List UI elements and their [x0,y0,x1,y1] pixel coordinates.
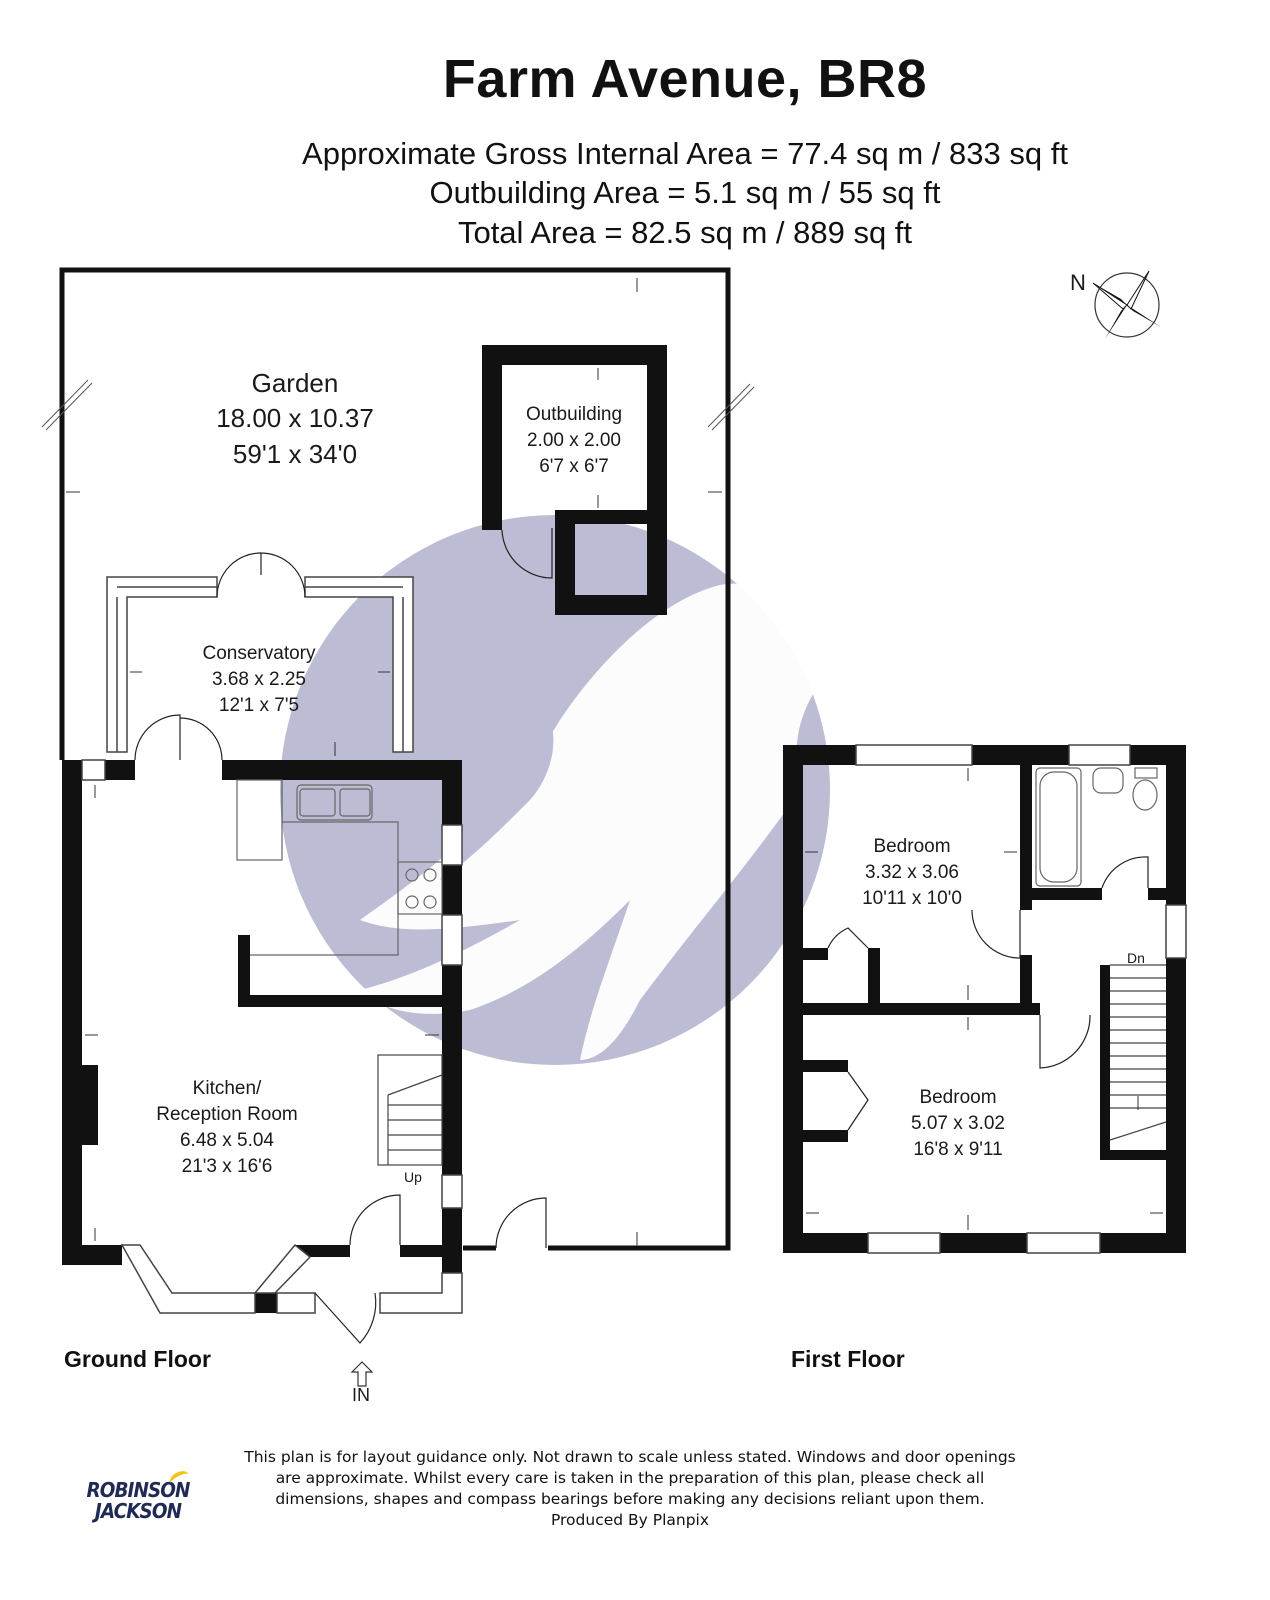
ground-floor-walls [62,760,462,1313]
outbuilding-door [501,528,553,579]
first-floor-doors [827,856,1149,1131]
logo-line2: JACKSON [94,1499,182,1523]
garden-break-marks [41,379,755,431]
entrance-label: IN [352,1385,370,1405]
first-floor-walls [783,745,1186,1253]
first-floor-windows [855,744,1187,1254]
compass-north-label: N [1070,270,1086,295]
garden-metric: 18.00 x 10.37 [216,403,374,433]
stairs-up [377,1054,443,1166]
bedroom1-name: Bedroom [873,836,950,857]
gross-internal-area: Approximate Gross Internal Area = 77.4 s… [302,136,1068,171]
entrance-arrow-icon [350,1361,374,1387]
outbuilding-area: Outbuilding Area = 5.1 sq m / 55 sq ft [429,175,941,210]
ground-floor-windows [81,759,463,1314]
conservatory-imperial: 12'1 x 7'5 [219,695,299,716]
bathroom-fittings [1035,767,1158,887]
outbuilding-metric: 2.00 x 2.00 [527,430,621,451]
plan-title: Farm Avenue, BR8 [442,49,928,109]
bedroom2-name: Bedroom [919,1087,996,1108]
disclaimer-line: are approximate. Whilst every care is ta… [275,1469,985,1487]
compass-rose [1092,270,1161,339]
stairs-up-label: Up [404,1169,422,1185]
logo-line1: ROBINSON [86,1478,190,1502]
watermark-bird [360,583,840,1060]
producer-credit: Produced By Planpix [550,1511,710,1529]
garden-boundary [59,267,731,1251]
bedroom2-metric: 5.07 x 3.02 [911,1113,1005,1134]
disclaimer: This plan is for layout guidance only. N… [215,1447,1045,1531]
compass-ring [1094,272,1160,338]
kitchen-patio-doors [134,714,223,761]
garden-fence [59,267,731,1251]
conservatory-glazing [106,576,414,753]
kitchen-name-line1: Kitchen/ [193,1078,262,1099]
dimension-arrows [66,278,1163,1246]
conservatory-name: Conservatory [203,643,316,664]
stairs-down [1109,964,1167,1141]
bedroom1-imperial: 10'11 x 10'0 [862,888,962,909]
disclaimer-line: This plan is for layout guidance only. N… [244,1448,1016,1466]
agent-logo: ROBINSON JACKSON [83,1468,193,1523]
total-area: Total Area = 82.5 sq m / 889 sq ft [457,215,913,250]
first-floor-label: First Floor [791,1346,905,1372]
garden-name: Garden [252,368,339,398]
outbuilding-walls [482,345,667,615]
ground-floor-label: Ground Floor [64,1346,211,1372]
hall-door [349,1194,401,1246]
watermark-logo [280,515,840,1065]
bedroom1-metric: 3.32 x 3.06 [865,862,959,883]
conservatory-metric: 3.68 x 2.25 [212,669,306,690]
kitchen-units [236,779,443,956]
side-gate [495,1197,547,1249]
watermark-wing [440,690,554,880]
garden-imperial: 59'1 x 34'0 [233,439,357,469]
stairs-down-label: Dn [1127,950,1145,966]
outbuilding-name: Outbuilding [526,404,622,425]
front-door [314,1292,377,1344]
kitchen-imperial: 21'3 x 16'6 [182,1156,273,1177]
kitchen-name-line2: Reception Room [156,1104,298,1125]
conservatory-french-doors [216,552,306,598]
compass-highlights [1092,270,1150,310]
disclaimer-line: dimensions, shapes and compass bearings … [275,1490,985,1508]
bedroom2-imperial: 16'8 x 9'11 [913,1139,1002,1160]
kitchen-metric: 6.48 x 5.04 [180,1130,274,1151]
outbuilding-imperial: 6'7 x 6'7 [539,456,609,477]
